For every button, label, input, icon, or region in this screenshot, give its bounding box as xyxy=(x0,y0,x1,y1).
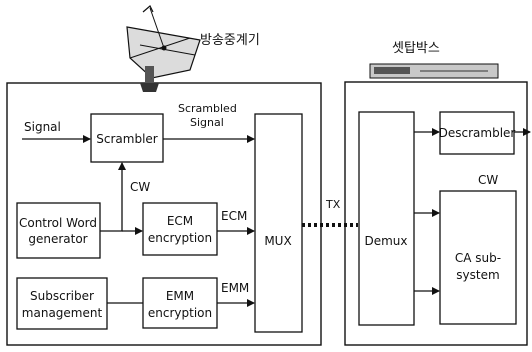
scrambled-signal-label-1: Scrambled xyxy=(178,102,237,115)
cw-to-scrambler-arrow xyxy=(100,163,122,231)
signal-label: Signal xyxy=(24,120,61,134)
demux-box xyxy=(359,112,414,325)
emm-label: EMM xyxy=(221,281,249,295)
cw-generator-label-2: generator xyxy=(28,232,87,246)
settop-cw-label: CW xyxy=(478,173,498,187)
subscriber-management-label-2: management xyxy=(22,306,103,320)
cw-generator-label-1: Control Word xyxy=(19,216,97,230)
ecm-encryption-box xyxy=(143,203,217,255)
settop-box-icon xyxy=(370,64,498,78)
ecm-encryption-label-2: encryption xyxy=(148,231,212,245)
emm-encryption-label-1: EMM xyxy=(166,289,194,303)
scrambled-signal-label-2: Signal xyxy=(190,116,224,129)
emm-encryption-box xyxy=(143,278,217,328)
settop-title: 셋탑박스 xyxy=(392,41,440,56)
subscriber-management-label-1: Subscriber xyxy=(30,289,94,303)
ecm-label: ECM xyxy=(221,209,247,223)
tx-label: TX xyxy=(325,198,341,211)
cw-generator-box xyxy=(17,203,100,258)
headend-title: 방송중계기 xyxy=(200,33,260,48)
ca-subsystem-label-1: CA sub- xyxy=(455,251,501,265)
emm-encryption-label-2: encryption xyxy=(148,306,212,320)
ca-subsystem-label-2: system xyxy=(456,268,499,282)
subscriber-management-box xyxy=(17,278,107,329)
scrambler-label: Scrambler xyxy=(96,132,158,146)
satellite-dish-icon xyxy=(127,6,200,92)
mux-box xyxy=(255,114,302,332)
cw-label: CW xyxy=(130,180,150,194)
ecm-encryption-label-1: ECM xyxy=(167,214,193,228)
demux-label: Demux xyxy=(364,234,407,248)
mux-label: MUX xyxy=(264,234,291,248)
descrambler-label: Descrambler xyxy=(439,126,516,140)
